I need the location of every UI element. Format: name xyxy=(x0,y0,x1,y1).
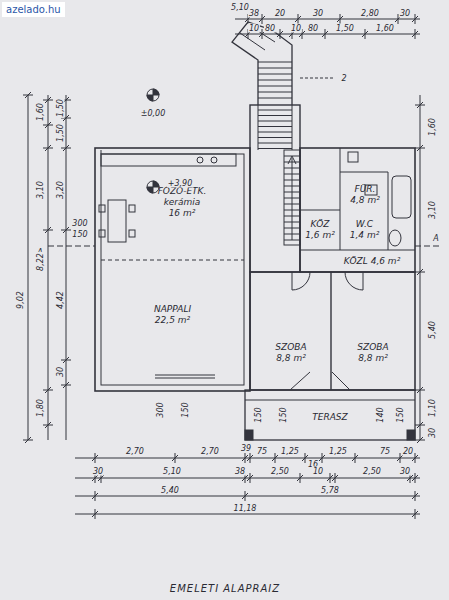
dimension-label: 75 xyxy=(256,447,268,456)
dimension-label: 11,18 xyxy=(233,504,258,513)
dimension-label: 3,20 xyxy=(56,180,65,200)
dimension-label: 38 xyxy=(234,467,246,476)
dimension-label: 80 xyxy=(264,24,276,33)
dimension-label: 1,60 xyxy=(428,117,437,137)
dimension-label: 10 xyxy=(290,24,302,33)
room-label: kerámia xyxy=(164,197,201,208)
dimension-label: +3,90 xyxy=(167,179,194,188)
room: KÖZL4,6 m² xyxy=(330,253,414,270)
dimension-label: 75 xyxy=(379,447,391,456)
dimension-label: 9,02 xyxy=(16,290,25,310)
dimension-label: 300 xyxy=(156,401,165,418)
room-label: 4,6 m² xyxy=(371,256,401,267)
room-label: TERASZ xyxy=(312,412,347,423)
room-label: 4,8 m² xyxy=(350,195,380,206)
dimension-label: 30 xyxy=(399,9,411,18)
dimension-label: 3,10 xyxy=(428,200,437,220)
dimension-label: 5,40 xyxy=(160,486,180,495)
dimension-label: 10 xyxy=(312,467,324,476)
dimension-label: 8,22 xyxy=(36,252,45,272)
dimension-label: 30 xyxy=(399,467,411,476)
room-label: NAPPALI xyxy=(154,304,191,315)
room: KÖZ1,6 m² xyxy=(301,212,339,248)
room-label: 22,5 m² xyxy=(155,315,190,326)
dimension-label: 5,10 xyxy=(162,467,182,476)
dimension-label: 150 xyxy=(396,406,405,423)
dimension-label: 20 xyxy=(274,9,286,18)
room-label: 16 m² xyxy=(169,208,196,219)
room-label: 1,4 m² xyxy=(350,230,380,241)
dimension-label: 38 xyxy=(248,9,260,18)
dimension-label: 1,25 xyxy=(280,447,300,456)
dimension-label: 3,10 xyxy=(36,180,45,200)
room-label: SZOBA xyxy=(275,342,306,353)
dimension-label: 1,25 xyxy=(328,447,348,456)
dimension-label: A xyxy=(432,234,439,243)
dimension-label: 5,78 xyxy=(320,486,340,495)
dimension-label: 150 xyxy=(254,406,263,423)
dimension-label: 20 xyxy=(402,447,414,456)
dimension-label: 80 xyxy=(307,24,319,33)
dimension-label: 300 xyxy=(71,219,88,228)
dimension-label: 150 xyxy=(181,401,190,418)
room: FÜR.4,8 m² xyxy=(342,178,388,212)
watermark: azelado.hu xyxy=(2,2,65,17)
dimension-label: 140 xyxy=(376,406,385,423)
room-label: KÖZ xyxy=(311,219,330,230)
room-label: KÖZL xyxy=(344,256,368,267)
room: NAPPALI22,5 m² xyxy=(101,295,244,335)
dimension-label: 1,60 xyxy=(375,24,395,33)
dimension-label: 2 xyxy=(340,74,347,83)
room-label: 8,8 m² xyxy=(276,353,306,364)
dimension-label: 30 xyxy=(428,427,437,439)
dimension-label: 10 xyxy=(248,24,260,33)
dimension-label: 30 xyxy=(56,366,65,378)
dimension-label: 2,70 xyxy=(200,447,220,456)
dimension-label: 2,50 xyxy=(362,467,382,476)
dimension-label: 39 xyxy=(240,444,252,453)
room: TERASZ xyxy=(290,407,370,427)
caption: EMELETI ALAPRAIZ xyxy=(170,583,280,594)
dimension-label: 4,42 xyxy=(56,290,65,310)
dimension-label: ±0,00 xyxy=(140,109,167,118)
dimension-label: 1,10 xyxy=(428,398,437,418)
room-label: SZOBA xyxy=(357,342,388,353)
dimension-label: 150 xyxy=(71,230,88,239)
dimension-label: 30 xyxy=(312,9,324,18)
room-label: 1,6 m² xyxy=(305,230,335,241)
dimension-label: 1,60 xyxy=(36,102,45,122)
dimension-label: 1,50 xyxy=(56,98,65,118)
dimension-label: 2,80 xyxy=(360,9,380,18)
room-label: FÜR. xyxy=(355,184,376,195)
room-label: W.C xyxy=(356,219,373,230)
room: SZOBA8,8 m² xyxy=(252,336,330,370)
dimension-label: 5,40 xyxy=(428,320,437,340)
room-label: 8,8 m² xyxy=(358,353,388,364)
dimension-label: 1,80 xyxy=(36,398,45,418)
room: SZOBA8,8 m² xyxy=(333,336,413,370)
dimension-label: 1,50 xyxy=(335,24,355,33)
dimension-label: 150 xyxy=(279,406,288,423)
dimension-label: 2,50 xyxy=(270,467,290,476)
room: W.C1,4 m² xyxy=(342,212,387,248)
dimension-label: 2,70 xyxy=(125,447,145,456)
dimension-label: 1,50 xyxy=(56,123,65,143)
dimension-label: 30 xyxy=(92,467,104,476)
